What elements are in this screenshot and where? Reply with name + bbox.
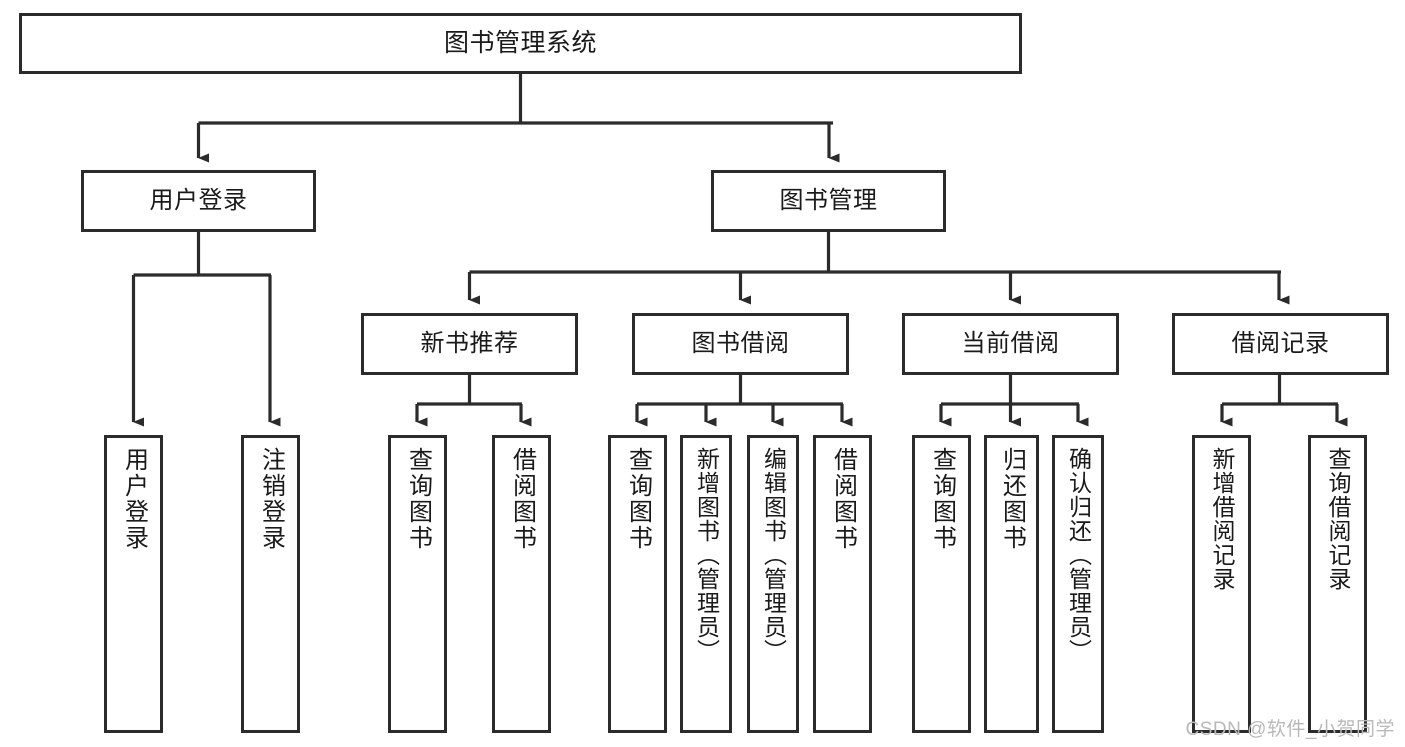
node-leaf-logout-login[interactable]: 注销登录 <box>241 435 300 733</box>
node-root[interactable]: 图书管理系统 <box>19 13 1022 74</box>
node-book-borrow-label: 图书借阅 <box>691 329 790 357</box>
node-borrow-record-label: 借阅记录 <box>1231 329 1330 357</box>
node-new-book-recommend[interactable]: 新书推荐 <box>361 313 578 375</box>
node-leaf-query-book-1-label: 查询图书 <box>404 447 432 551</box>
node-leaf-confirm-return[interactable]: 确认归还（管理员） <box>1052 435 1104 733</box>
node-leaf-add-record-label: 新增借阅记录 <box>1209 447 1235 591</box>
node-leaf-borrow-book-1[interactable]: 借阅图书 <box>492 435 551 733</box>
node-leaf-borrow-book-1-label: 借阅图书 <box>508 447 536 551</box>
node-leaf-query-book-3-label: 查询图书 <box>928 447 956 551</box>
node-leaf-borrow-book-2-label: 借阅图书 <box>829 447 857 551</box>
node-book-borrow[interactable]: 图书借阅 <box>632 313 849 375</box>
node-leaf-user-login[interactable]: 用户登录 <box>104 435 163 733</box>
node-leaf-add-record[interactable]: 新增借阅记录 <box>1192 435 1251 733</box>
node-new-book-recommend-label: 新书推荐 <box>420 329 519 357</box>
node-leaf-add-book-label: 新增图书（管理员） <box>693 447 720 663</box>
node-leaf-edit-book[interactable]: 编辑图书（管理员） <box>747 435 799 733</box>
csdn-watermark: CSDN @软件_小贺同学 <box>1185 719 1395 740</box>
node-borrow-record[interactable]: 借阅记录 <box>1172 313 1389 375</box>
node-leaf-query-book-1[interactable]: 查询图书 <box>388 435 447 733</box>
node-leaf-query-record-label: 查询借阅记录 <box>1325 447 1351 591</box>
node-root-label: 图书管理系统 <box>443 28 597 57</box>
node-book-manage[interactable]: 图书管理 <box>711 170 946 232</box>
node-leaf-borrow-book-2[interactable]: 借阅图书 <box>813 435 872 733</box>
node-user-login-label: 用户登录 <box>149 186 248 214</box>
node-leaf-add-book[interactable]: 新增图书（管理员） <box>680 435 732 733</box>
node-current-borrow[interactable]: 当前借阅 <box>902 313 1119 375</box>
node-current-borrow-label: 当前借阅 <box>961 329 1060 357</box>
node-leaf-edit-book-label: 编辑图书（管理员） <box>760 447 787 663</box>
node-leaf-query-record[interactable]: 查询借阅记录 <box>1308 435 1367 733</box>
node-leaf-query-book-3[interactable]: 查询图书 <box>912 435 971 733</box>
node-leaf-logout-login-label: 注销登录 <box>257 447 285 551</box>
node-book-manage-label: 图书管理 <box>779 186 878 214</box>
node-leaf-query-book-2-label: 查询图书 <box>624 447 652 551</box>
node-leaf-user-login-label: 用户登录 <box>120 447 148 551</box>
node-leaf-return-book-label: 归还图书 <box>998 447 1026 551</box>
node-user-login[interactable]: 用户登录 <box>81 170 316 232</box>
node-leaf-return-book[interactable]: 归还图书 <box>984 435 1039 733</box>
node-leaf-confirm-return-label: 确认归还（管理员） <box>1065 447 1092 663</box>
node-leaf-query-book-2[interactable]: 查询图书 <box>608 435 667 733</box>
